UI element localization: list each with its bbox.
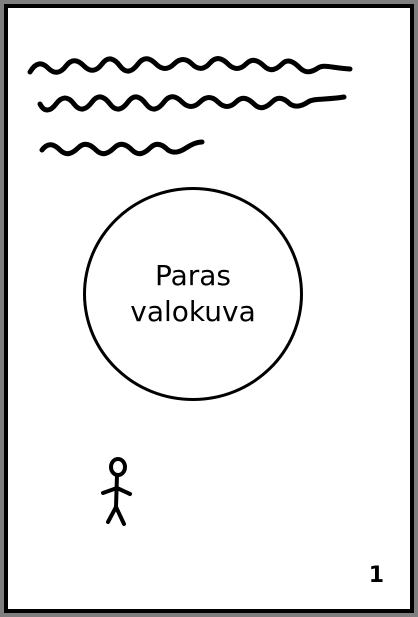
card-page: Paras valokuva 1 (4, 4, 414, 613)
figure-head (109, 457, 127, 477)
page-number: 1 (368, 563, 384, 588)
circle-title-line-1: Paras (154, 259, 232, 292)
scribble-lines (27, 56, 353, 157)
figure-arm-right (115, 486, 132, 496)
photo-circle: Paras valokuva (83, 187, 303, 401)
scribble-line-2 (37, 94, 347, 113)
figure-leg-left (106, 505, 118, 524)
scribble-line-1 (27, 56, 353, 75)
figure-leg-right (114, 505, 126, 526)
figure-body (114, 473, 119, 509)
figure-arm-left (101, 486, 119, 495)
circle-title-line-2: valokuva (130, 295, 256, 328)
scribble-line-3 (39, 139, 205, 157)
stick-figure-icon (101, 457, 132, 526)
